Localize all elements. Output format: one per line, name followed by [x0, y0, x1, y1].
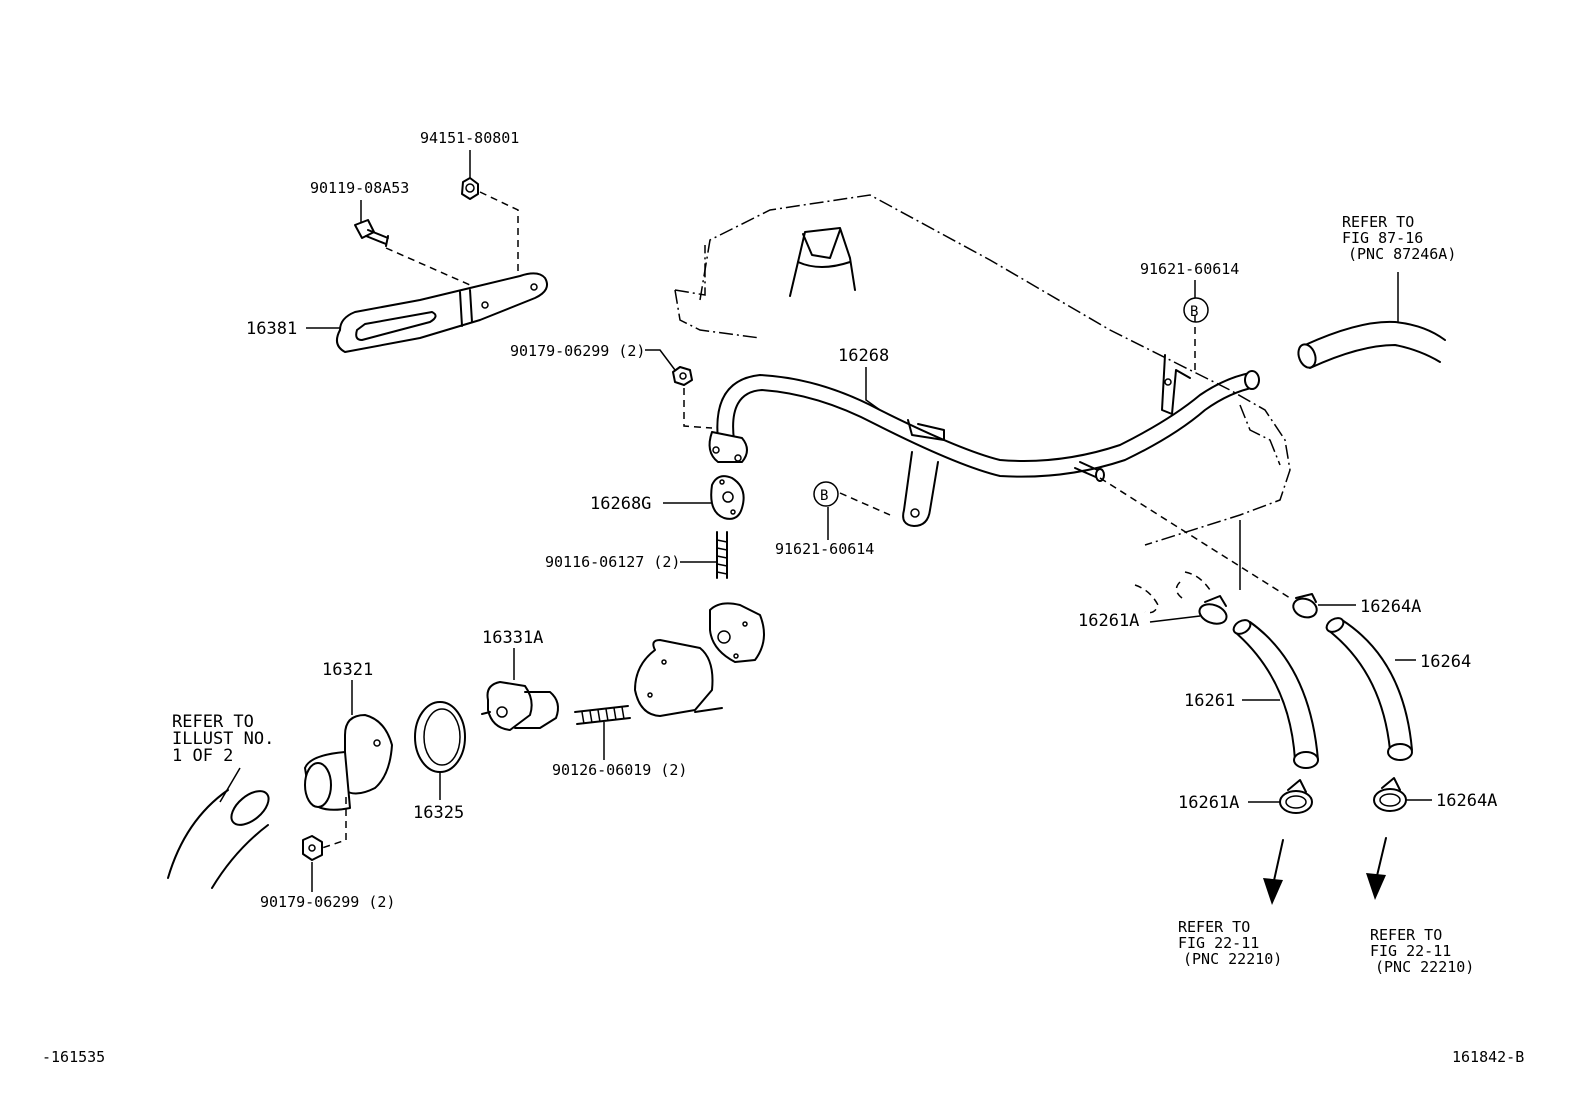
ref-fig-87-16: REFER TO FIG 87-16 (PNC 87246A)	[1342, 213, 1456, 263]
ref-illust-line3: 1 OF 2	[172, 746, 233, 766]
clamp-16264a-bottom-icon	[1373, 777, 1407, 812]
nut-90179-bottom-icon	[302, 835, 323, 861]
label-90179-06299-bottom: 90179-06299 (2)	[260, 893, 395, 911]
label-90126-06019: 90126-06019 (2)	[552, 761, 687, 779]
ref-fig22b-line3: (PNC 22210)	[1375, 958, 1474, 976]
ref-fig22b-line1: REFER TO	[1370, 926, 1442, 944]
leader-lines	[219, 150, 1432, 892]
ref-fig22a-line1: REFER TO	[1178, 918, 1250, 936]
arrow-down-left-icon	[1263, 839, 1284, 905]
gasket-16268g-icon	[710, 475, 745, 520]
clamp-16264a-top-icon	[1292, 593, 1318, 619]
label-16264a-top: 16264A	[1360, 597, 1421, 617]
nut-90179-top-icon	[672, 366, 693, 386]
footer-left-code: -161535	[42, 1048, 105, 1066]
gasket-16325-icon	[414, 701, 466, 773]
ref-fig87-line1: REFER TO	[1342, 213, 1414, 231]
marker-b-top: B	[1183, 297, 1209, 323]
label-16264: 16264	[1420, 652, 1471, 672]
inlet-16321-icon	[304, 714, 393, 811]
ref-fig87-line3: (PNC 87246A)	[1348, 245, 1456, 263]
label-16264a-bottom: 16264A	[1436, 791, 1497, 811]
ref-fig-22-11-right: REFER TO FIG 22-11 (PNC 22210)	[1370, 926, 1474, 976]
engine-outline	[674, 194, 1291, 590]
bracket-16381-icon	[335, 272, 548, 353]
ref-fig22b-line2: FIG 22-11	[1370, 942, 1451, 960]
thermostat-16331a-icon	[481, 681, 559, 731]
ref-fig22a-line2: FIG 22-11	[1178, 934, 1259, 952]
upper-right-hose-icon	[1297, 320, 1446, 369]
stud-90116-icon	[716, 531, 728, 579]
label-16268: 16268	[838, 346, 889, 366]
label-16261a-bottom: 16261A	[1178, 793, 1239, 813]
ref-illust-no: REFER TO ILLUST NO. 1 OF 2	[172, 712, 274, 766]
label-16331a: 16331A	[482, 628, 543, 648]
ref-illust-line2: ILLUST NO.	[172, 729, 274, 749]
label-16261: 16261	[1184, 691, 1235, 711]
ref-fig22a-line3: (PNC 22210)	[1183, 950, 1282, 968]
label-91621-60614-mid: 91621-60614	[775, 540, 874, 558]
bolt-90119-icon	[354, 219, 389, 247]
clamp-16261a-bottom-icon	[1279, 779, 1313, 814]
nut-94151-icon	[461, 177, 479, 200]
filler-cap-icon	[789, 227, 856, 297]
left-hose-icon	[167, 789, 270, 889]
label-94151-80801: 94151-80801	[420, 129, 519, 147]
hose-16261-icon	[1232, 619, 1319, 769]
label-16261a-top: 16261A	[1078, 611, 1139, 631]
clamp-16261a-top-icon	[1198, 595, 1228, 625]
marker-b-mid: B	[813, 481, 839, 507]
label-91621-60614-top: 91621-60614	[1140, 260, 1239, 278]
label-16268g: 16268G	[590, 494, 651, 514]
label-90116-06127: 90116-06127 (2)	[545, 553, 680, 571]
housing-icon	[634, 602, 765, 717]
label-16321: 16321	[322, 660, 373, 680]
ref-fig-22-11-left: REFER TO FIG 22-11 (PNC 22210)	[1178, 918, 1282, 968]
arrow-down-right-icon	[1366, 837, 1387, 900]
ref-fig87-line2: FIG 87-16	[1342, 229, 1423, 247]
marker-b-top-label: B	[1190, 304, 1198, 320]
ghost-clamps-icon	[1134, 571, 1211, 614]
ref-illust-line1: REFER TO	[172, 712, 254, 732]
label-90119-08a53: 90119-08A53	[310, 179, 409, 197]
footer-right-code: 161842-B	[1452, 1048, 1524, 1066]
stud-90126-icon	[574, 705, 631, 725]
label-16325: 16325	[413, 803, 464, 823]
pipe-16268-icon	[708, 354, 1260, 527]
label-16381: 16381	[246, 319, 297, 339]
hose-16264-icon	[1325, 617, 1413, 761]
label-90179-06299-top: 90179-06299 (2)	[510, 342, 645, 360]
marker-b-mid-label: B	[820, 488, 828, 504]
